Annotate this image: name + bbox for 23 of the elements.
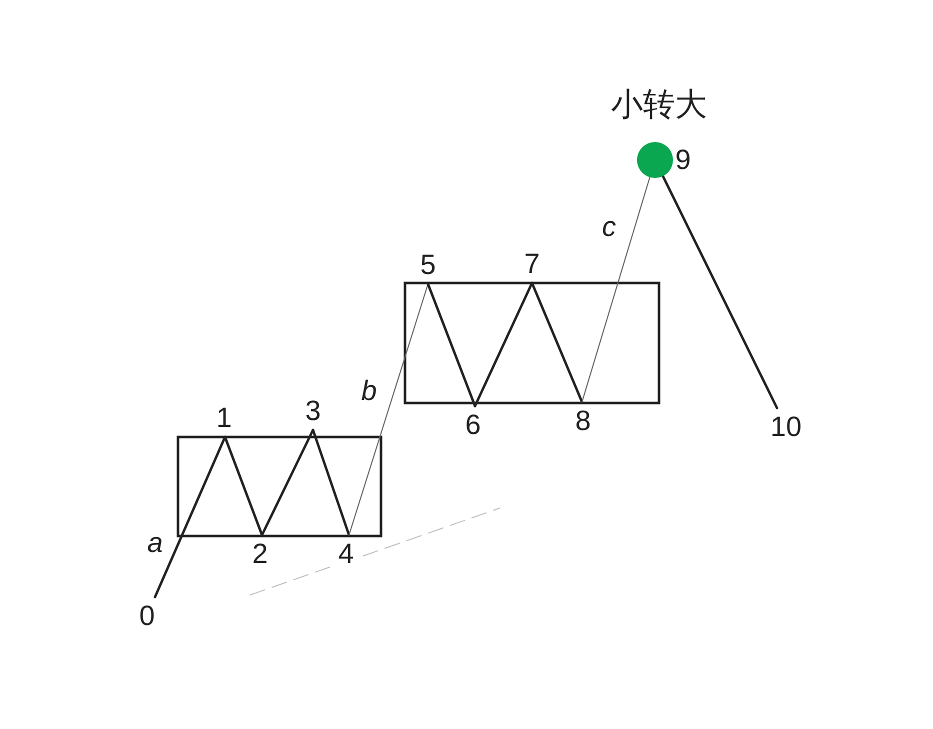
point-label: 4	[338, 543, 354, 565]
wave-line	[348, 283, 429, 536]
point-label: 9	[675, 149, 691, 171]
wave-line	[474, 282, 534, 408]
wave-line	[224, 436, 264, 536]
point-label: 3	[305, 400, 321, 422]
point-label: 6	[465, 414, 481, 436]
edge-label: b	[361, 380, 377, 402]
wave-line	[154, 436, 226, 598]
point-label: 7	[524, 253, 540, 275]
wave-line	[662, 174, 778, 410]
wave-line	[581, 176, 650, 403]
point-label: 8	[575, 410, 591, 432]
point-label: 5	[420, 254, 436, 276]
wave-line	[312, 428, 350, 536]
wave-line	[530, 282, 584, 404]
wave-line	[260, 428, 314, 536]
point-label: 0	[139, 605, 155, 627]
point-label: 2	[252, 543, 268, 565]
point-label: 1	[216, 407, 232, 429]
annotation-label: 小转大	[611, 87, 707, 121]
point-label: 10	[770, 416, 802, 438]
wave-line	[426, 282, 476, 408]
